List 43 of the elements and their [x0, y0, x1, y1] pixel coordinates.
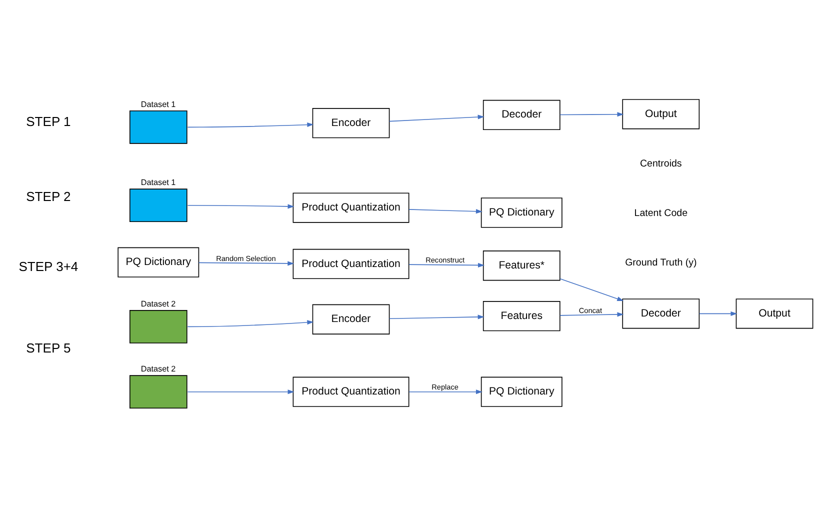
edge-label: Reconstruct: [426, 256, 465, 265]
node-box: Features: [482, 301, 560, 332]
arrow: [187, 320, 314, 328]
arrow: [698, 311, 738, 316]
label: STEP 3+4: [18, 259, 78, 274]
arrow: [388, 114, 484, 122]
node-box: PQ Dictionary: [480, 198, 562, 228]
arrow: [560, 312, 624, 317]
arrow: [560, 112, 624, 117]
arrow: [388, 314, 484, 320]
arrow: [187, 204, 294, 209]
node-box: PQ Dictionary: [480, 376, 562, 407]
arrow: [187, 390, 294, 394]
label: Latent Code: [634, 208, 688, 220]
edge-label: Concat: [578, 306, 602, 316]
node-label: Dataset 1: [140, 100, 176, 109]
node-box: PQ Dictionary: [118, 247, 200, 278]
label: Centroids: [640, 158, 682, 170]
node-box: Product Quantization: [292, 192, 410, 223]
node-box: Decoder: [622, 298, 700, 329]
node-label: Dataset 2: [140, 299, 176, 308]
node-box: Features*: [482, 250, 560, 281]
node-box: Output: [736, 298, 814, 329]
label: STEP 2: [26, 189, 71, 204]
arrow: [408, 262, 485, 268]
node-label: Dataset 1: [140, 178, 176, 187]
arrow: [198, 261, 294, 266]
arrow: [408, 390, 482, 394]
node-box: Product Quantization: [292, 248, 410, 280]
node-box: Encoder: [312, 108, 390, 138]
label: STEP 5: [26, 340, 71, 356]
node-box: Product Quantization: [292, 376, 410, 407]
label: Ground Truth (y): [625, 258, 697, 269]
node-label: Dataset 2: [140, 364, 176, 374]
node-box: Encoder: [312, 304, 390, 334]
edge-label: Random Selection: [216, 254, 276, 263]
arrow: [560, 278, 624, 301]
edge-label: Replace: [432, 382, 458, 392]
node-box: Decoder: [482, 100, 560, 130]
node-box: Output: [622, 99, 700, 130]
arrow: [187, 122, 314, 128]
arrow: [408, 209, 482, 214]
label: STEP 1: [26, 114, 71, 130]
